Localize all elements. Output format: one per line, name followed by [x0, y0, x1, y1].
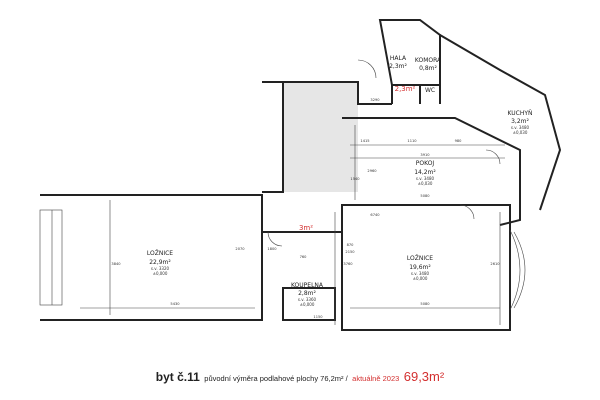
room-pokoj-name: POKOJ [416, 160, 435, 167]
dim-3840: 3840 [111, 262, 121, 266]
room-loznice2-area: 19,6m² [409, 264, 431, 271]
dim-5080a: 5080 [420, 194, 430, 198]
dim-2960: 2960 [367, 169, 377, 173]
room-loznice1-name: LOŽNICE [147, 249, 173, 257]
room-koupelna-sv: s.v. 3360 [298, 297, 317, 302]
door-swing-bath [267, 231, 283, 247]
dim-3760: 3760 [343, 262, 353, 266]
hatched-corridor [283, 82, 358, 192]
wall-kitchen [439, 34, 562, 211]
room-kuchyn-area: 3,2m² [511, 118, 529, 125]
room-loznice2-sv: s.v. 3480 [411, 271, 430, 276]
current-area: 69,3m² [403, 369, 445, 384]
original-area-text: původní výměra podlahové plochy 76,2m² / [204, 374, 348, 383]
room-koupelna-area: 2,8m² [298, 290, 316, 297]
door-swing-kitchen [485, 149, 501, 165]
wall-corridor-north [283, 81, 392, 105]
flat-number: byt č.11 [155, 370, 200, 384]
dim-2150: 2150 [345, 250, 355, 254]
plan-caption: byt č.11 původní výměra podlahové plochy… [0, 368, 600, 386]
window-bay-east-2 [513, 231, 526, 309]
dim-6740: 6740 [370, 213, 380, 217]
wall-wc [391, 85, 441, 104]
room-pokoj-level: ±0,030 [418, 181, 433, 186]
updated-label: aktuálně 2023 [352, 374, 400, 383]
room-kuchyn-name: KUCHYŇ [507, 110, 532, 117]
room-komora-area: 0,8m² [419, 65, 437, 72]
dim-1150: 1150 [313, 315, 323, 319]
room-hala-area: 2,3m² [389, 63, 407, 70]
room-wc-name: WC [425, 87, 435, 94]
dim-980: 980 [455, 139, 463, 143]
dim-3910: 3910 [420, 153, 430, 157]
marker-niche-area: 3m² [299, 224, 313, 232]
dim-760: 760 [300, 255, 308, 259]
room-loznice1-sv: s.v. 3320 [151, 266, 170, 271]
wall-living [342, 117, 521, 226]
window-bay-east [509, 229, 521, 311]
room-hala-name: HALA [390, 55, 407, 62]
dim-1540: 1540 [350, 177, 360, 181]
dim-3290: 3290 [370, 98, 380, 102]
room-pokoj-area: 14,2m² [414, 169, 436, 176]
room-koupelna-level: ±0,000 [300, 302, 315, 307]
room-kuchyn-level: ±0,030 [513, 130, 528, 135]
room-loznice2-level: ±0,000 [413, 276, 428, 281]
wall-entry [378, 19, 441, 86]
room-loznice1-level: ±0,000 [153, 271, 168, 276]
wall-west-stub [262, 81, 284, 193]
dim-2070: 2070 [235, 247, 245, 251]
door-swing-bedroom [459, 204, 475, 220]
wall-bedroom-east [341, 204, 511, 331]
door-swing-entry [357, 59, 377, 79]
dim-2610: 2610 [490, 262, 500, 266]
wall-bedroom-west [40, 194, 263, 321]
dim-1110: 1110 [407, 139, 417, 143]
room-pokoj-sv: s.v. 3480 [416, 176, 435, 181]
dim-1415: 1415 [360, 139, 369, 143]
dim-5080b: 5080 [420, 302, 430, 306]
dim-870: 870 [347, 243, 355, 247]
room-loznice2-name: LOŽNICE [407, 254, 433, 262]
dim-1800: 1800 [267, 247, 277, 251]
marker-corridor-area: 2,3m² [395, 85, 416, 93]
dim-5430: 5430 [170, 302, 180, 306]
room-loznice1-area: 22,9m² [149, 259, 171, 266]
room-komora-name: KOMORA [415, 57, 442, 64]
room-koupelna-name: KOUPELNA [291, 282, 324, 289]
window-bay-west [39, 209, 63, 306]
room-kuchyn-sv: s.v. 3480 [511, 125, 530, 130]
